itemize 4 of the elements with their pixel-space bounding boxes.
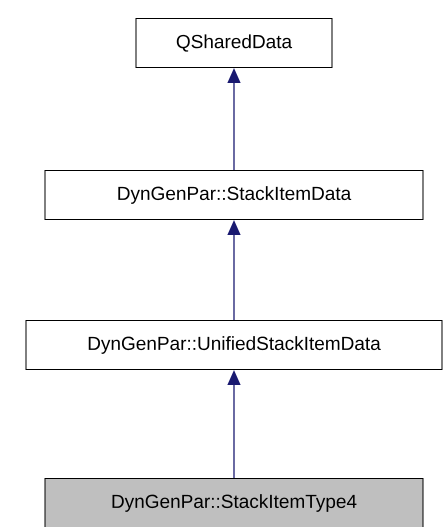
class-box: DynGenPar::UnifiedStackItemData	[26, 320, 442, 370]
class-box: QSharedData	[136, 18, 332, 68]
class-box: DynGenPar::StackItemType4	[44, 478, 424, 527]
class-box: DynGenPar::StackItemData	[44, 170, 424, 220]
